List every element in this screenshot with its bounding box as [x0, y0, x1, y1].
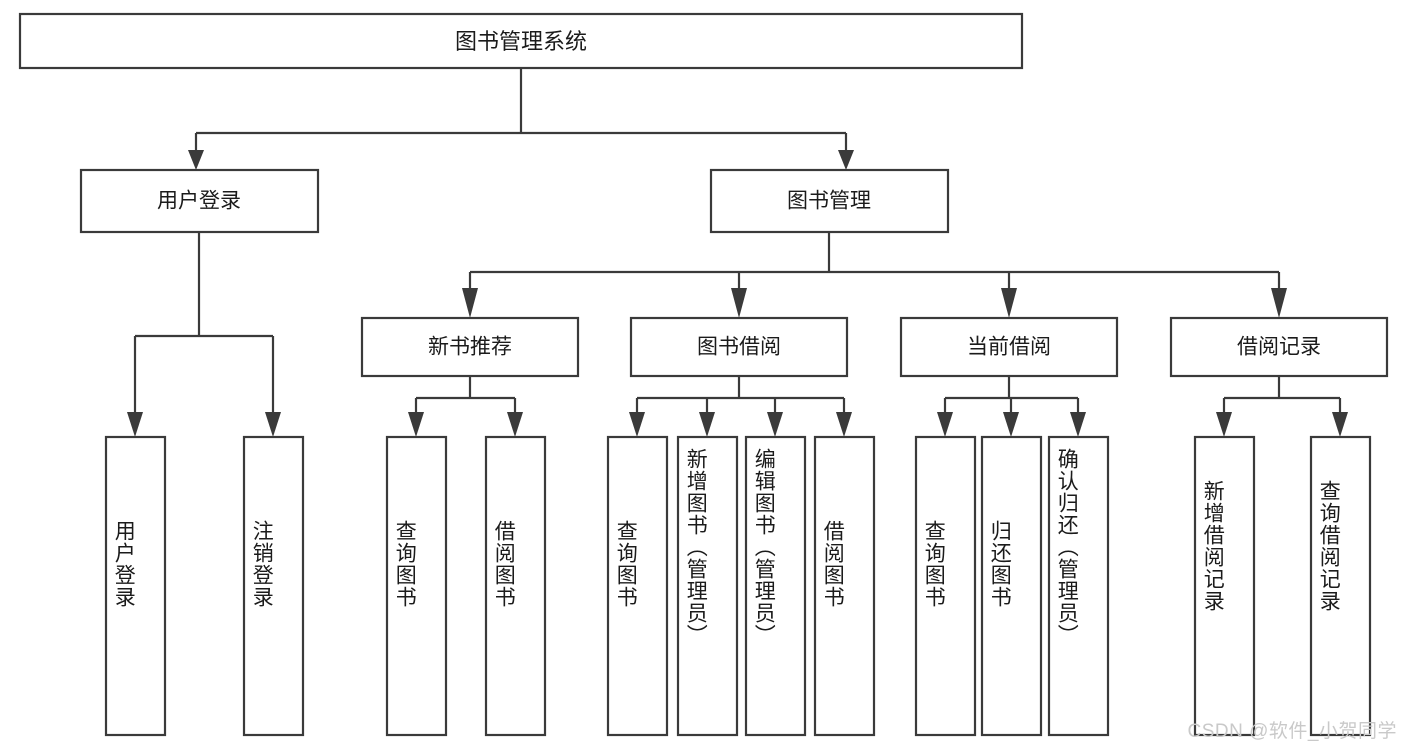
node-new-book-recommend: 新书推荐	[360, 316, 580, 378]
node-book-management-label: 图书管理	[787, 190, 871, 213]
node-root-system: 图书管理系统	[18, 12, 1024, 70]
node-book-management: 图书管理	[709, 168, 950, 234]
leaf-box	[385, 435, 448, 737]
connector-borrow-record-to-leaves	[1216, 376, 1348, 437]
connector-book-borrow-to-leaves	[629, 376, 852, 437]
node-user-login: 用户登录	[79, 168, 320, 234]
leaf-box	[242, 435, 305, 737]
leaf-boxes-new-book-recommend	[385, 435, 547, 737]
node-current-borrow-label: 当前借阅	[967, 336, 1051, 359]
node-borrow-record: 借阅记录	[1169, 316, 1389, 378]
connector-user-login-to-leaves	[127, 232, 281, 437]
leaf-box	[606, 435, 669, 737]
leaf-box	[980, 435, 1043, 737]
node-book-borrow-label: 图书借阅	[697, 336, 781, 359]
connector-current-borrow-to-leaves	[937, 376, 1086, 437]
connector-new-book-to-leaves	[408, 376, 523, 437]
leaf-boxes-borrow-record	[1193, 435, 1372, 737]
node-user-login-label: 用户登录	[157, 190, 241, 213]
leaf-box	[1309, 435, 1372, 737]
leaf-box	[484, 435, 547, 737]
leaf-box	[676, 435, 739, 737]
leaf-box	[1193, 435, 1256, 737]
node-book-borrow: 图书借阅	[629, 316, 849, 378]
leaf-box	[104, 435, 167, 737]
leaf-box	[813, 435, 876, 737]
leaf-box	[914, 435, 977, 737]
node-root-label: 图书管理系统	[455, 29, 587, 54]
leaf-box	[1047, 435, 1110, 737]
leaf-boxes-current-borrow	[914, 435, 1110, 737]
leaf-boxes-user-login	[104, 435, 305, 737]
connector-root-to-level2	[188, 68, 854, 170]
leaf-boxes-book-borrow	[606, 435, 876, 737]
node-new-book-recommend-label: 新书推荐	[428, 336, 512, 359]
node-borrow-record-label: 借阅记录	[1237, 336, 1321, 359]
node-current-borrow: 当前借阅	[899, 316, 1119, 378]
connector-book-mgmt-to-level3	[462, 232, 1287, 318]
leaf-box	[744, 435, 807, 737]
